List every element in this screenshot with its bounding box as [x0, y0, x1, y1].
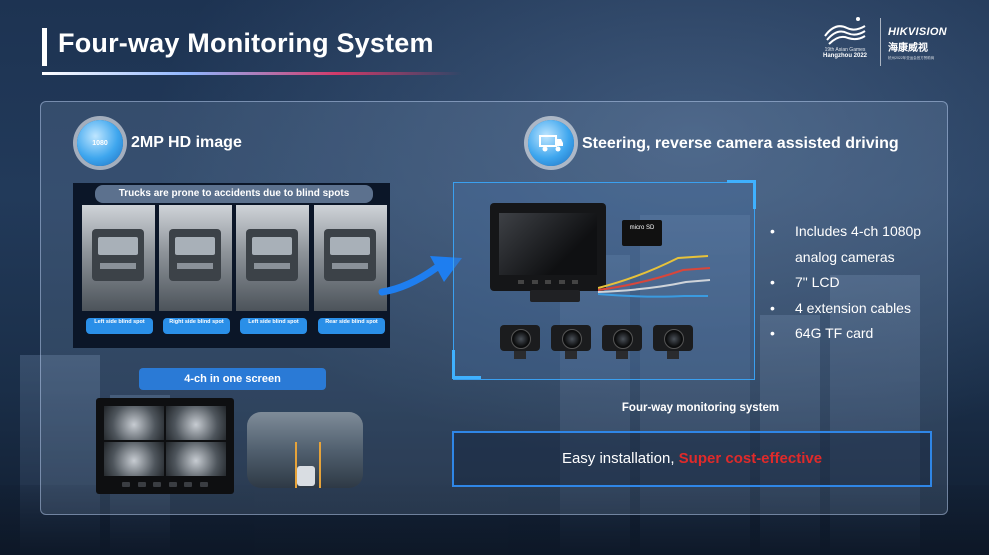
extension-cables-icon [598, 255, 711, 298]
camera-unit [551, 325, 591, 359]
blind-spot-banner: Trucks are prone to accidents due to bli… [95, 185, 373, 203]
asian-games-line1: 19th Asian Games [824, 47, 866, 53]
hikvision-sponsor-text: 杭州2022年亚运会官方赞助商 [888, 56, 935, 60]
hikvision-logo: HIKVISION 海康威视 杭州2022年亚运会官方赞助商 [888, 26, 958, 60]
four-ch-label: 4-ch in one screen [139, 368, 326, 390]
blind-spot-label: Rear side blind spot [318, 318, 385, 334]
cost-effective-banner: Easy installation, Super cost-effective [452, 431, 932, 487]
blind-spot-label: Left side blind spot [86, 318, 153, 334]
hikvision-brand-en: HIKVISION [888, 26, 947, 38]
feature-item: 64G TF card [768, 321, 938, 347]
birdview-image [247, 412, 363, 488]
product-caption: Four-way monitoring system [621, 402, 780, 414]
logo-divider [880, 18, 881, 66]
title-accent-bar [42, 28, 47, 66]
blind-spot-photo [314, 205, 387, 311]
corner-accent [452, 350, 481, 379]
lcd-monitor [490, 203, 606, 291]
camera-unit [602, 325, 642, 359]
feature-item: Includes 4-ch 1080p analog cameras [768, 219, 938, 270]
quad-view-monitor [96, 398, 234, 494]
sd-card-icon: micro SD [622, 220, 662, 246]
asian-games-emblem-icon [824, 17, 866, 45]
title-underline [42, 72, 462, 75]
camera-unit [653, 325, 693, 359]
arrow-right-icon [378, 256, 462, 296]
blind-spot-photo [236, 205, 309, 311]
page-title: Four-way Monitoring System [58, 28, 434, 58]
hd-image-heading: 2MP HD image [131, 134, 242, 151]
cta-text: Easy installation, [561, 450, 679, 467]
hd-image-badge: 1080 [77, 120, 123, 166]
lcd-stand [530, 290, 580, 302]
feature-list: Includes 4-ch 1080p analog cameras 7" LC… [768, 219, 938, 347]
cart-truck-icon [539, 135, 563, 152]
asian-games-logo: 19th Asian Games Hangzhou 2022 [815, 16, 875, 72]
driving-assist-heading: Steering, reverse camera assisted drivin… [582, 135, 899, 152]
blind-spot-photo [159, 205, 232, 311]
blind-spot-label: Left side blind spot [240, 318, 307, 334]
hd-1080-icon: 1080 [92, 139, 108, 147]
blind-spot-label: Right side blind spot [163, 318, 230, 334]
blind-spot-photo [82, 205, 155, 311]
hikvision-brand-cn: 海康威视 [888, 43, 928, 54]
cta-highlight: Super cost-effective [678, 450, 823, 467]
camera-unit [500, 325, 540, 359]
driving-assist-badge [528, 120, 574, 166]
feature-item: 4 extension cables [768, 296, 938, 322]
feature-item: 7" LCD [768, 270, 938, 296]
asian-games-line2: Hangzhou 2022 [822, 53, 867, 59]
corner-accent [727, 180, 756, 209]
